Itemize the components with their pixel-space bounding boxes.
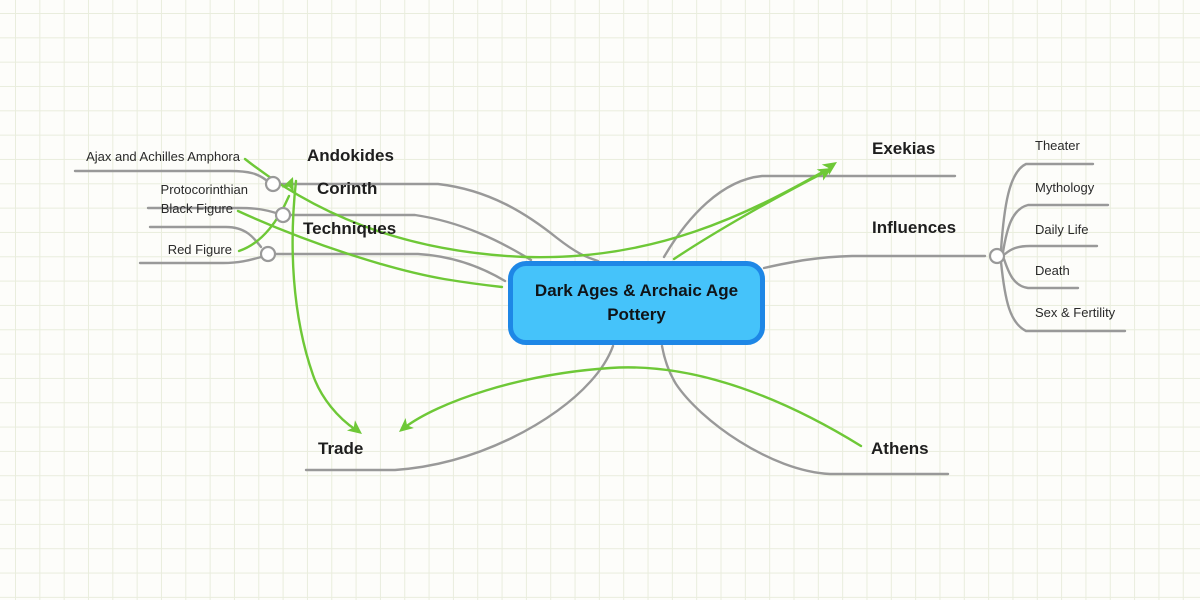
subtopic-sex-fertility[interactable]: Sex & Fertility	[1035, 305, 1116, 320]
branch-line-red-figure	[138, 255, 263, 265]
relationship-athens-to-trade	[402, 366, 863, 448]
topic-andokides[interactable]: Andokides	[307, 146, 394, 165]
relationship-andokides-to-trade	[291, 179, 358, 432]
relationship-central-to-exekias	[672, 169, 829, 261]
central-topic[interactable]: Dark Ages & Archaic Age Pottery	[508, 261, 765, 345]
branch-line-sex-fertility	[999, 260, 1127, 333]
relationship-redfigure-to-andokides	[237, 194, 291, 253]
arrowhead-trade-2	[399, 418, 414, 432]
subtopic-theater[interactable]: Theater	[1035, 138, 1080, 153]
branch-line-exekias	[662, 174, 957, 259]
subtopic-black-figure[interactable]: Black Figure	[160, 201, 233, 216]
arrowhead-trade-1	[346, 420, 362, 434]
topic-exekias[interactable]: Exekias	[872, 139, 936, 158]
branch-line-protocorinthian	[146, 206, 278, 215]
subtopic-ajax-amphora[interactable]: Ajax and Achilles Amphora	[86, 149, 240, 164]
branch-line-athens	[660, 344, 950, 476]
branch-line-death	[1002, 257, 1080, 290]
topic-influences[interactable]: Influences	[872, 218, 957, 237]
topic-techniques[interactable]: Techniques	[303, 219, 397, 238]
branch-line-techniques	[273, 252, 507, 283]
toggle-corinth[interactable]	[274, 206, 292, 224]
subtopic-protocorinthian[interactable]: Protocorinthian	[160, 182, 248, 197]
topic-corinth[interactable]: Corinth	[317, 179, 378, 198]
subtopic-death[interactable]: Death	[1035, 263, 1070, 278]
subtopic-red-figure[interactable]: Red Figure	[167, 242, 232, 257]
branch-line-black-figure	[148, 225, 263, 249]
branch-line-corinth	[288, 213, 533, 262]
branch-line-ajax-amphora	[73, 169, 268, 182]
branch-line-influences	[762, 254, 987, 270]
toggle-techniques[interactable]	[259, 245, 277, 263]
branch-line-theater	[999, 162, 1095, 252]
arrowhead-exekias-2	[821, 162, 837, 176]
branch-line-trade	[304, 344, 615, 472]
relationship-blackfigure-to-central	[236, 209, 504, 289]
branch-line-daily-life	[1003, 244, 1099, 256]
toggle-andokides[interactable]	[264, 175, 282, 193]
toggle-influences[interactable]	[988, 247, 1006, 265]
subtopic-mythology[interactable]: Mythology	[1035, 180, 1095, 195]
topic-trade[interactable]: Trade	[318, 439, 364, 458]
arrowhead-andokides	[281, 177, 294, 193]
topic-athens[interactable]: Athens	[871, 439, 929, 458]
subtopic-daily-life[interactable]: Daily Life	[1035, 222, 1089, 237]
relationship-amphora-to-exekias	[243, 157, 828, 259]
branch-line-mythology	[1001, 203, 1110, 254]
